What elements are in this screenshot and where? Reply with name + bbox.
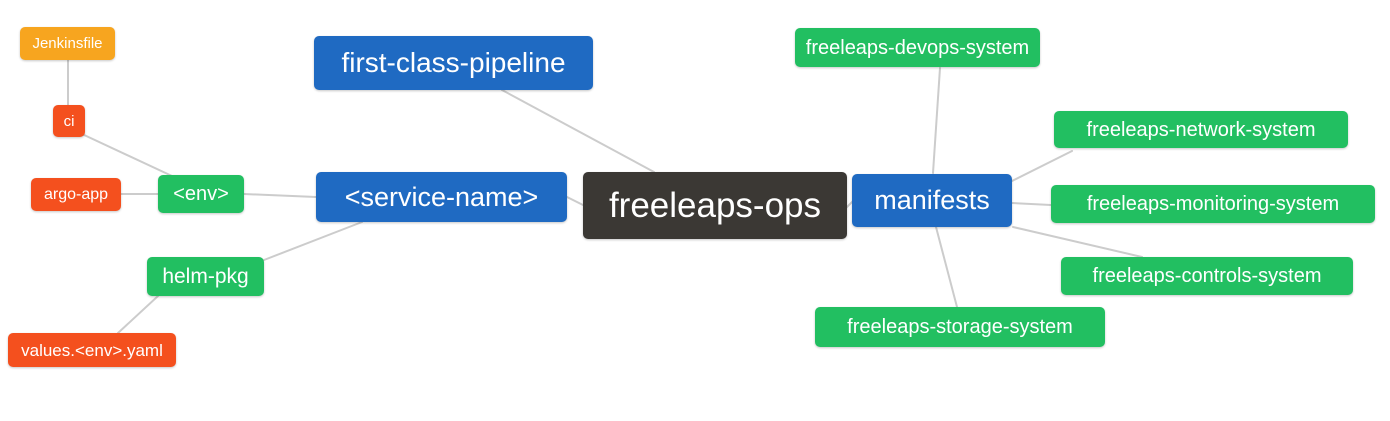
node-env[interactable]: <env> [158,175,244,213]
node-jenkinsfile[interactable]: Jenkinsfile [20,27,115,60]
node-network-system[interactable]: freeleaps-network-system [1054,111,1348,148]
node-helm-pkg[interactable]: helm-pkg [147,257,264,296]
edge-manifests-storage-system [935,226,958,308]
edge-manifests-network-system [1011,150,1073,182]
node-argo-app[interactable]: argo-app [31,178,121,211]
edge-ops-first-class-pipeline [501,89,655,173]
node-values-env-yaml[interactable]: values.<env>.yaml [8,333,176,367]
node-first-class-pipeline[interactable]: first-class-pipeline [314,36,593,90]
edge-ops-service-name [566,196,586,207]
edge-manifests-devops-system [932,67,941,174]
edge-env-ci [81,133,173,177]
edge-service-name-env [243,193,317,198]
node-controls-system[interactable]: freeleaps-controls-system [1061,257,1353,295]
node-monitoring-system[interactable]: freeleaps-monitoring-system [1051,185,1375,223]
edge-service-name-helm-pkg [263,221,363,261]
node-storage-system[interactable]: freeleaps-storage-system [815,307,1105,347]
node-manifests[interactable]: manifests [852,174,1012,227]
edge-ops-manifests [845,200,854,209]
node-ci[interactable]: ci [53,105,85,137]
node-freeleaps-ops[interactable]: freeleaps-ops [583,172,847,239]
node-devops-system[interactable]: freeleaps-devops-system [795,28,1040,67]
edge-manifests-controls-system [1012,226,1143,258]
edge-helm-pkg-values-env-yaml [117,295,159,334]
node-service-name[interactable]: <service-name> [316,172,567,222]
edge-manifests-monitoring-system [1011,202,1052,206]
